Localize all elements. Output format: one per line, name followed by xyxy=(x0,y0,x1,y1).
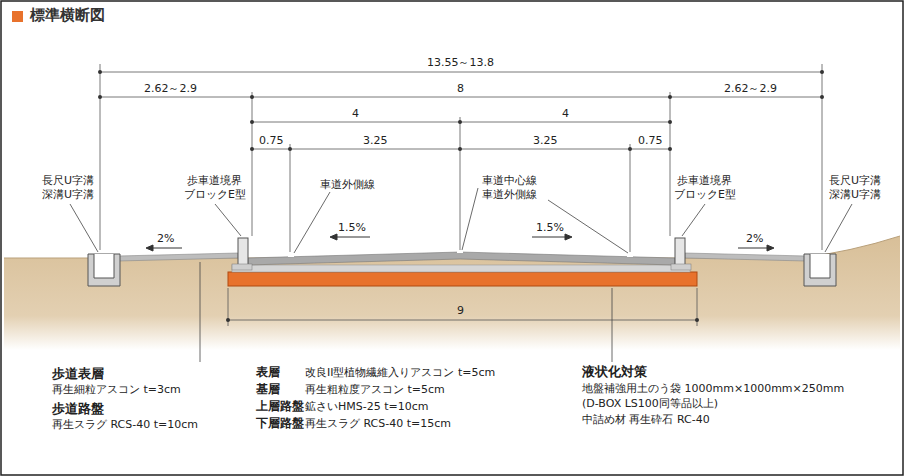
part-label: 歩車道境界 ブロックE型 xyxy=(184,174,246,202)
layer-spec: 中詰め材 再生砕石 RC-40 xyxy=(582,413,710,427)
slope-label: 2% xyxy=(157,232,174,246)
title-marker xyxy=(12,11,23,22)
dimension-label: 8 xyxy=(457,82,464,96)
dimension-label: 2.62～2.9 xyxy=(144,82,197,96)
layer-heading: 基層 xyxy=(256,382,280,397)
slope-label: 1.5% xyxy=(536,221,564,235)
layer-spec: 鉱さいHMS-25 t=10cm xyxy=(305,400,429,414)
slope-arrows xyxy=(146,234,774,251)
layer-heading: 液状化対策 xyxy=(582,364,647,380)
dimension-label: 2.62～2.9 xyxy=(724,82,777,96)
layer-spec: (D-BOX LS100同等品以上) xyxy=(582,397,718,411)
part-label: 長尺U字溝 深溝U字溝 xyxy=(42,174,94,202)
slope-label: 1.5% xyxy=(338,221,366,235)
slope-label: 2% xyxy=(746,232,763,246)
layer-heading: 歩道表層 xyxy=(52,366,104,382)
dimension-label: 9 xyxy=(457,304,464,318)
diagram-title: 標準横断図 xyxy=(30,6,105,25)
layer-heading: 上層路盤 xyxy=(256,399,304,414)
dimension-label: 0.75 xyxy=(259,134,284,148)
part-label: 長尺U字溝 深溝U字溝 xyxy=(829,174,881,202)
leader-lines xyxy=(70,188,852,362)
dimension-lines xyxy=(100,64,822,326)
curb-left xyxy=(238,238,248,266)
part-label: 車道中心線 車道外側線 xyxy=(482,174,537,202)
layer-heading: 歩道路盤 xyxy=(52,401,104,417)
u-ditch-left xyxy=(88,254,120,286)
dimension-ticks xyxy=(98,70,824,322)
dimension-label: 3.25 xyxy=(363,134,388,148)
liquefaction-layer xyxy=(228,272,697,286)
part-label: 車道外側線 xyxy=(320,178,375,192)
subbase xyxy=(232,265,690,272)
layer-spec: 改良II型植物繊維入りアスコン t=5cm xyxy=(305,366,495,380)
dimension-label: 13.55～13.8 xyxy=(427,56,494,70)
dimension-label: 4 xyxy=(562,107,569,121)
ground xyxy=(4,236,900,350)
layer-heading: 表層 xyxy=(256,365,280,380)
layer-spec: 再生粗粒度アスコン t=5cm xyxy=(305,383,445,397)
dimension-label: 3.25 xyxy=(533,134,558,148)
layer-spec: 再生スラグ RCS-40 t=10cm xyxy=(52,418,198,432)
dimension-label: 4 xyxy=(352,107,359,121)
curb-right xyxy=(675,238,685,266)
dimension-label: 0.75 xyxy=(638,134,663,148)
layer-spec: 再生細粒アスコン t=3cm xyxy=(52,383,181,397)
asphalt xyxy=(248,252,675,265)
layer-spec: 地盤補強用土のう袋 1000mm×1000mm×250mm xyxy=(582,382,844,396)
sidewalk-left xyxy=(118,253,238,261)
layer-spec: 再生スラグ RCS-40 t=15cm xyxy=(305,417,451,431)
layer-heading: 下層路盤 xyxy=(256,416,304,431)
u-ditch-right xyxy=(804,254,836,286)
sidewalk-right xyxy=(685,253,806,261)
part-label: 歩車道境界 ブロックE型 xyxy=(674,174,736,202)
